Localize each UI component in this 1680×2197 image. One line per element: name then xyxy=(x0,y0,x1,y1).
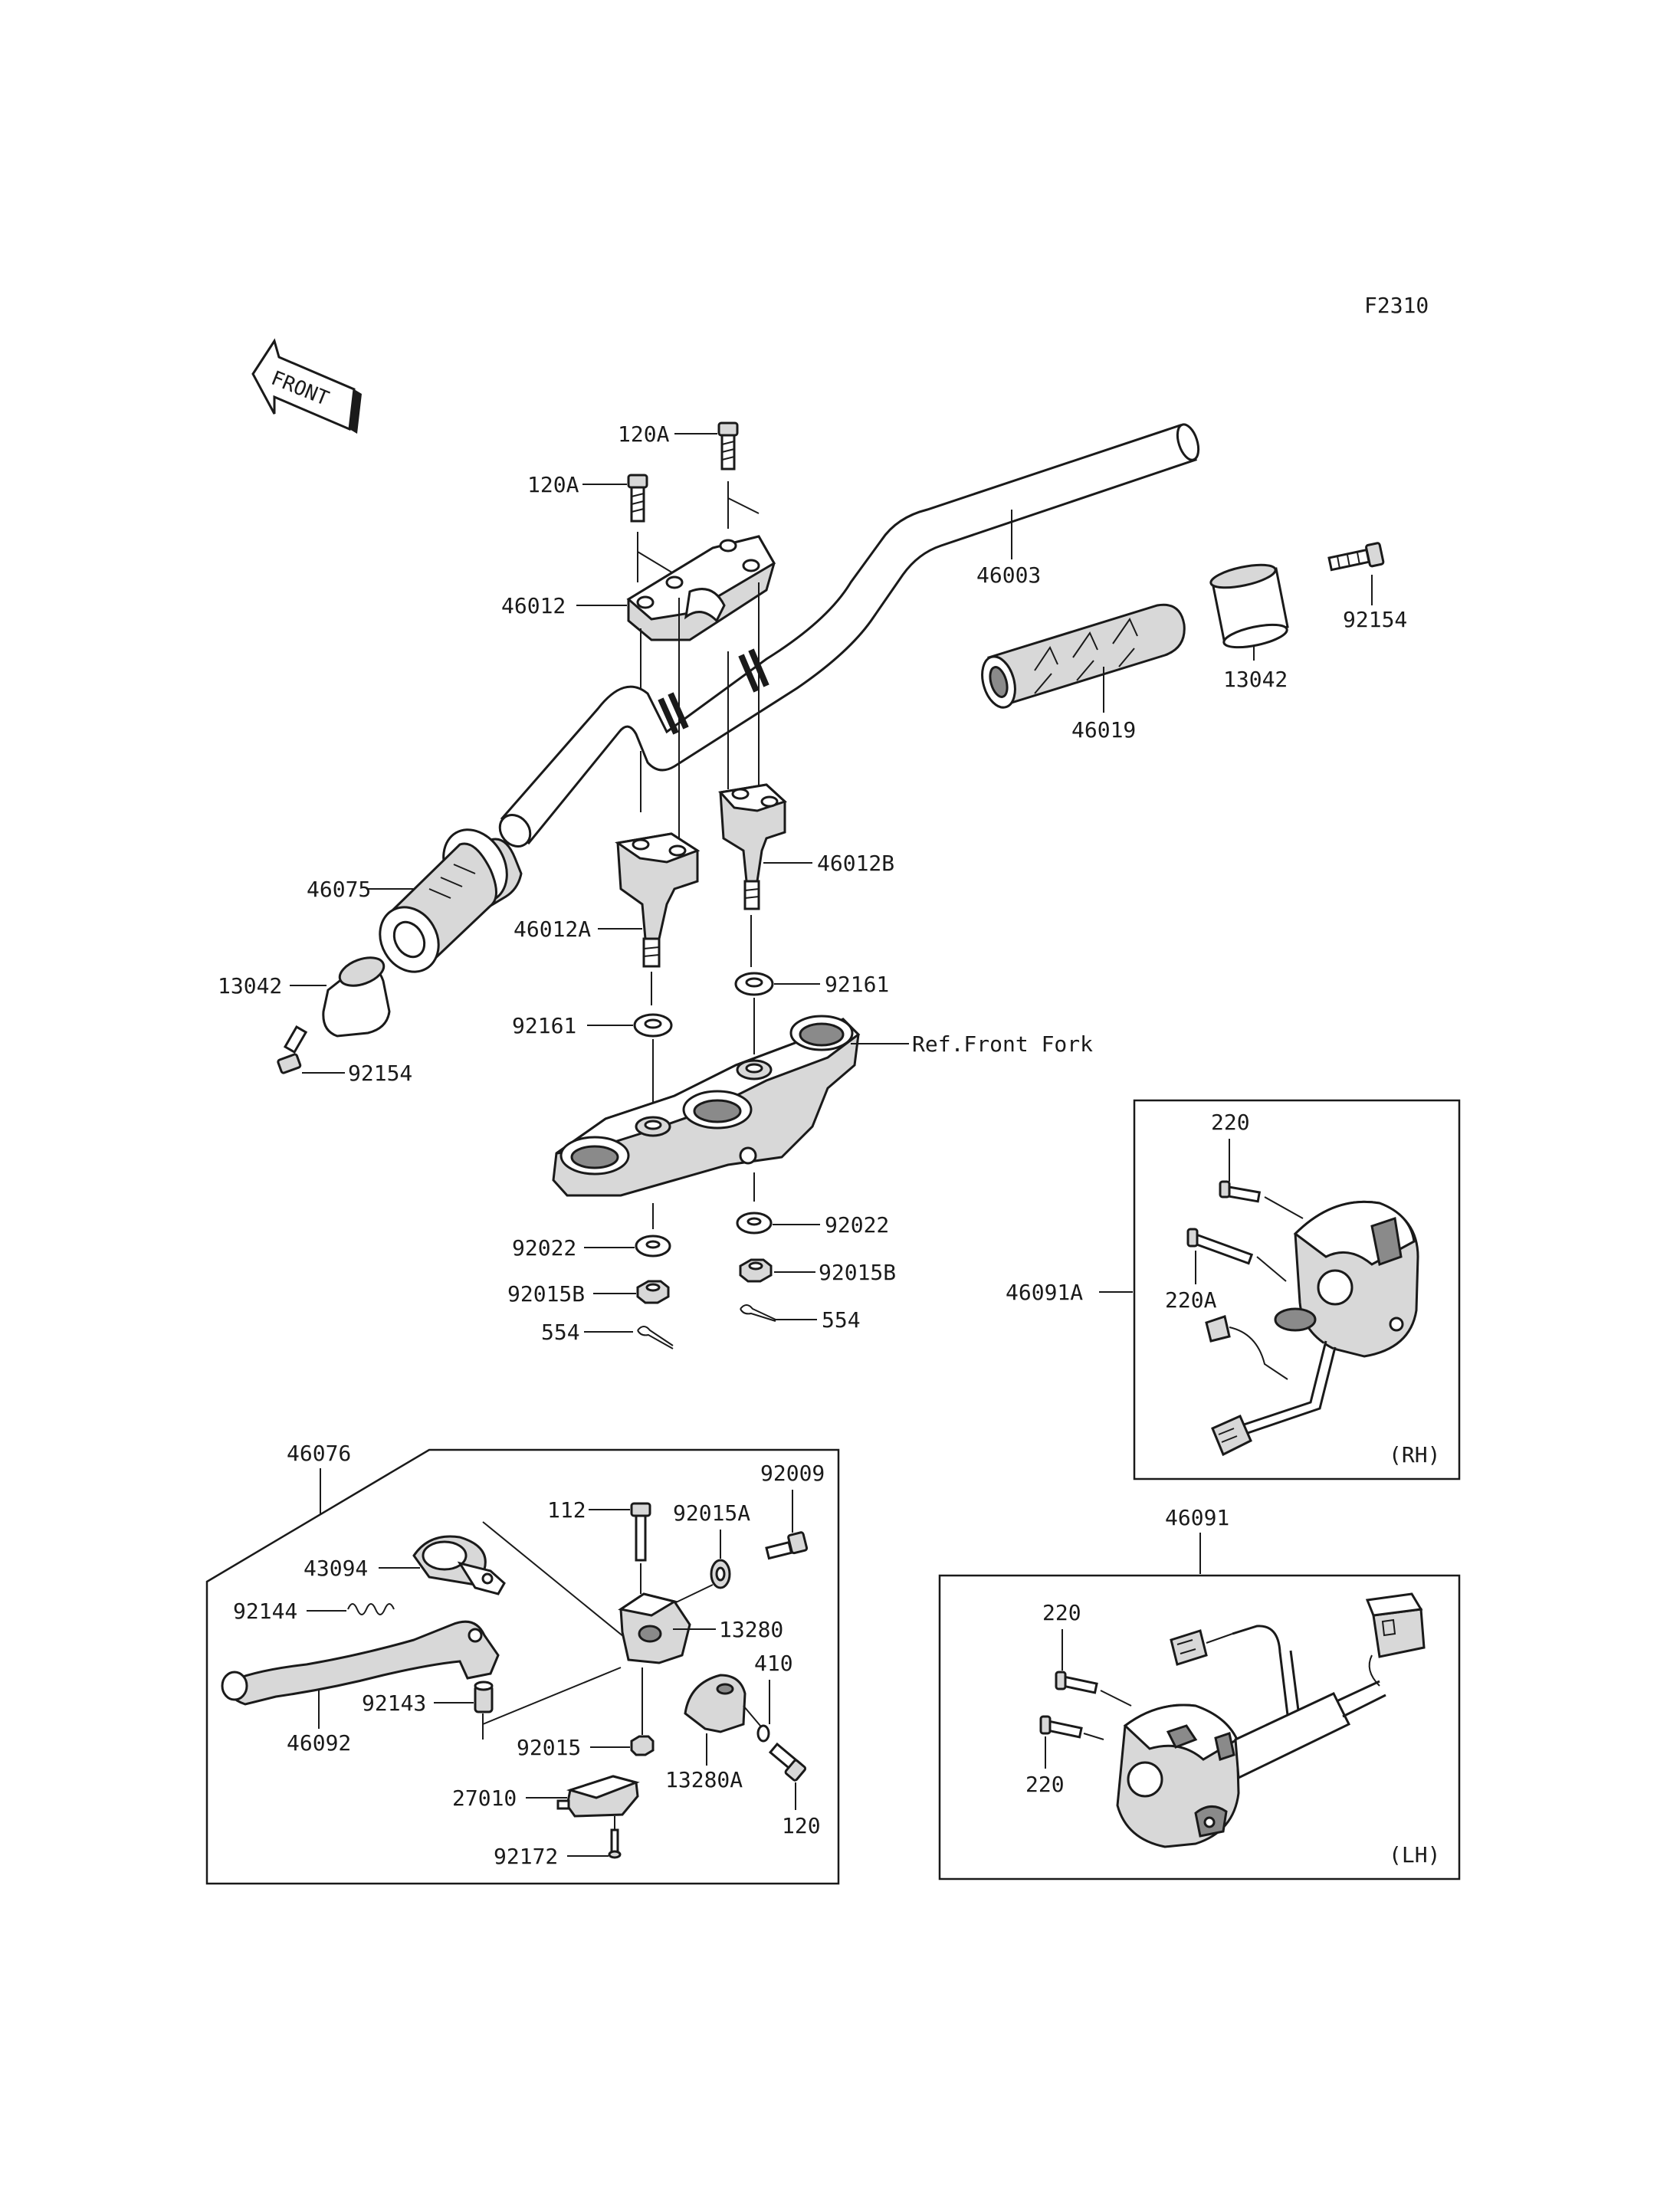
nut-92015 xyxy=(630,1735,655,1756)
throttle-grip-46019 xyxy=(981,603,1186,709)
screw-220-lh-bottom xyxy=(1039,1715,1083,1739)
right-hand-switch-46091A xyxy=(1205,1200,1419,1457)
handlebar-holder-46012B xyxy=(718,783,787,910)
reference-label-front-fork: Ref.Front Fork xyxy=(912,1031,1093,1057)
washer-92022-left xyxy=(635,1235,671,1258)
label-554-right: 554 xyxy=(822,1307,861,1333)
label-46012: 46012 xyxy=(501,593,566,618)
screw-92009 xyxy=(765,1531,809,1560)
label-46092: 46092 xyxy=(287,1730,351,1756)
label-220-rh: 220 xyxy=(1211,1110,1250,1135)
label-92154-left: 92154 xyxy=(348,1061,412,1086)
lh-switch-box xyxy=(938,1574,1461,1881)
washer-92161-right xyxy=(734,972,774,996)
handlebar-pipe xyxy=(498,423,1200,848)
screw-92172 xyxy=(608,1828,622,1859)
left-grip-46075 xyxy=(379,828,523,973)
label-220-lh-top: 220 xyxy=(1042,1600,1081,1625)
label-46075: 46075 xyxy=(307,877,371,902)
label-554-left: 554 xyxy=(541,1320,580,1345)
bolt-120A-top xyxy=(717,421,739,471)
nut-92015B-right xyxy=(739,1258,773,1283)
label-92161-right: 92161 xyxy=(825,972,889,997)
collar-92143 xyxy=(474,1681,494,1713)
label-410: 410 xyxy=(754,1651,793,1676)
label-13280A: 13280A xyxy=(665,1767,743,1792)
label-43094: 43094 xyxy=(304,1556,368,1581)
figure-code: F2310 xyxy=(1364,293,1429,318)
label-92161-left: 92161 xyxy=(512,1013,576,1038)
bolt-112 xyxy=(630,1502,651,1562)
screw-220A-rh xyxy=(1186,1228,1254,1265)
label-92143: 92143 xyxy=(362,1690,426,1716)
label-46076: 46076 xyxy=(287,1441,351,1466)
spring-92144 xyxy=(347,1603,395,1615)
label-92015B-right: 92015B xyxy=(819,1260,896,1285)
screw-220-rh xyxy=(1219,1180,1262,1203)
label-92154-right: 92154 xyxy=(1343,607,1407,632)
label-92144: 92144 xyxy=(233,1599,297,1624)
label-46012B: 46012B xyxy=(817,851,894,876)
clutch-lever-box xyxy=(205,1448,840,1885)
adjuster-43094 xyxy=(412,1535,506,1595)
cotter-pin-554-right xyxy=(740,1304,776,1322)
label-92015B-left: 92015B xyxy=(507,1281,585,1307)
bolt-120 xyxy=(768,1742,807,1782)
label-120A-top: 120A xyxy=(618,421,670,447)
bar-end-weight-right xyxy=(1209,563,1289,649)
rh-switch-box xyxy=(1133,1099,1461,1481)
screw-92154-right xyxy=(1327,542,1385,572)
handlebar-upper-clamp xyxy=(626,535,776,641)
label-92022-right: 92022 xyxy=(825,1212,889,1238)
label-13280: 13280 xyxy=(719,1617,783,1642)
screw-92154-left xyxy=(277,1025,308,1074)
label-92015A: 92015A xyxy=(673,1500,750,1526)
upper-fork-bracket xyxy=(552,1015,861,1197)
label-112: 112 xyxy=(547,1497,586,1523)
front-arrow-icon: FRONT xyxy=(251,338,362,434)
label-27010: 27010 xyxy=(452,1785,517,1811)
label-92015: 92015 xyxy=(517,1735,581,1760)
label-120A-left: 120A xyxy=(527,472,579,497)
washer-92015A xyxy=(710,1559,731,1589)
label-46091: 46091 xyxy=(1165,1505,1229,1530)
label-13042-right: 13042 xyxy=(1223,667,1288,692)
label-92022-left: 92022 xyxy=(512,1235,576,1261)
screw-220-lh-top xyxy=(1055,1671,1098,1694)
left-hand-switch-46091 xyxy=(1116,1592,1426,1848)
lh-box-label: (LH) xyxy=(1389,1842,1440,1867)
lever-clamp-13280A xyxy=(684,1674,746,1733)
bolt-120A-left xyxy=(627,474,648,523)
rh-box-label: (RH) xyxy=(1389,1442,1440,1467)
label-46003: 46003 xyxy=(976,562,1041,588)
washer-92161-left xyxy=(633,1013,673,1038)
label-220-lh-bottom: 220 xyxy=(1025,1772,1065,1797)
label-13042-left: 13042 xyxy=(218,973,282,998)
washer-410 xyxy=(756,1724,770,1743)
label-120: 120 xyxy=(782,1813,821,1838)
label-92172: 92172 xyxy=(494,1844,558,1869)
label-92009: 92009 xyxy=(760,1461,825,1486)
label-220A-rh: 220A xyxy=(1165,1287,1217,1313)
lever-holder-13280 xyxy=(618,1592,691,1664)
nut-92015B-left xyxy=(636,1280,670,1304)
clutch-lever-46092 xyxy=(221,1620,500,1706)
clutch-switch-27010 xyxy=(556,1775,640,1818)
label-46012A: 46012A xyxy=(514,917,591,942)
bar-end-weight-left xyxy=(322,956,391,1038)
cotter-pin-554-left xyxy=(637,1326,674,1349)
washer-92022-right xyxy=(736,1212,773,1235)
label-46019: 46019 xyxy=(1071,717,1136,743)
label-46091A: 46091A xyxy=(1006,1280,1083,1305)
handlebar-holder-46012A xyxy=(615,832,701,968)
